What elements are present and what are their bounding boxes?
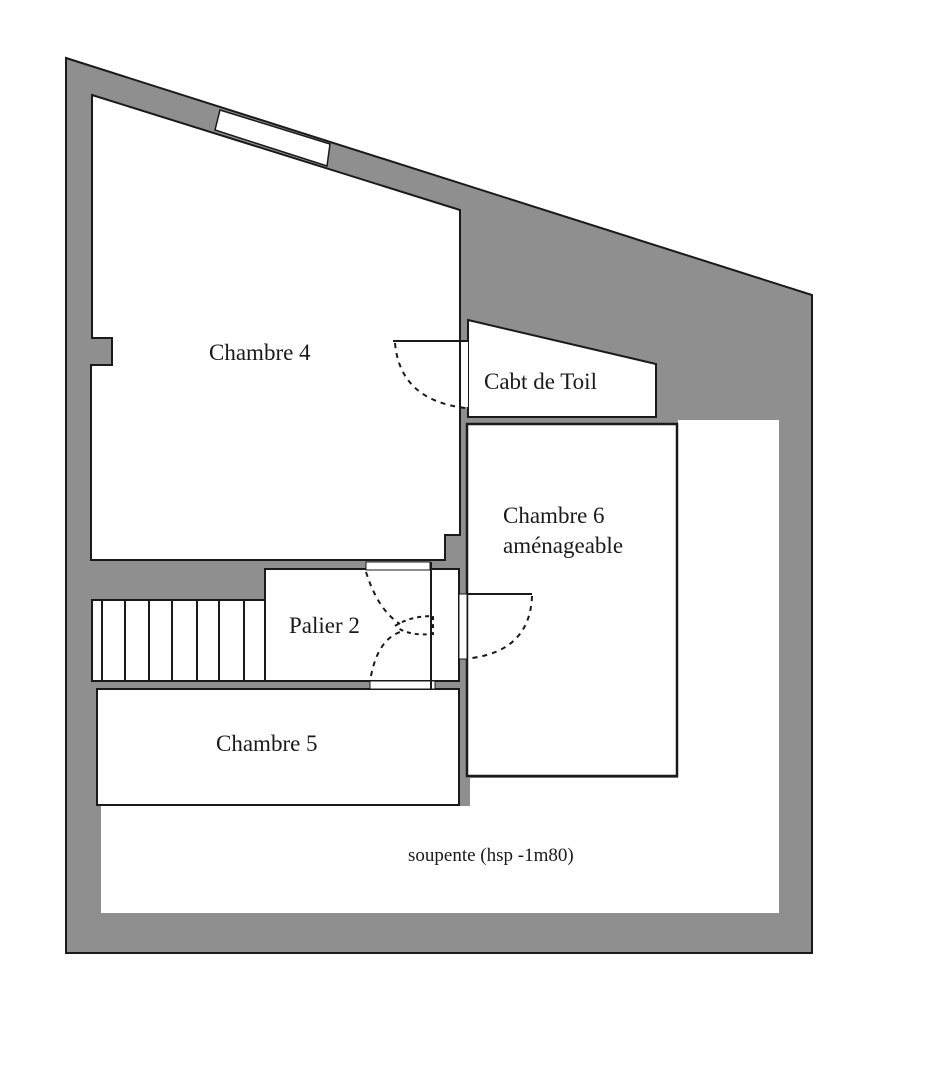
label-cabt-de-toil: Cabt de Toil [484, 369, 597, 394]
label-chambre-6-amenageable: aménageable [503, 533, 624, 558]
door-swing-cabinet [393, 340, 468, 409]
label-palier-2: Palier 2 [289, 613, 360, 638]
door-swing-chambre-6 [467, 593, 533, 659]
door-swing-palier-bottom [370, 631, 401, 677]
staircase [91, 599, 266, 682]
label-chambre-5: Chambre 5 [216, 731, 318, 756]
label-soupente: soupente (hsp -1m80) [408, 845, 574, 866]
room-chambre-5 [96, 688, 460, 806]
room-chambre-4 [90, 93, 461, 561]
door-opening-cabinet [461, 341, 468, 407]
door-opening-chambre-6 [458, 593, 468, 660]
door-swing-palier-side [394, 614, 434, 636]
label-chambre-6: Chambre 6 [503, 503, 605, 528]
room-soupente [101, 420, 779, 913]
room-chambre-6 [465, 422, 679, 778]
door-opening-palier-top [365, 561, 431, 571]
window-chambre-4 [214, 109, 331, 167]
door-opening-palier-bottom [369, 680, 436, 690]
label-chambre-4: Chambre 4 [209, 340, 311, 365]
